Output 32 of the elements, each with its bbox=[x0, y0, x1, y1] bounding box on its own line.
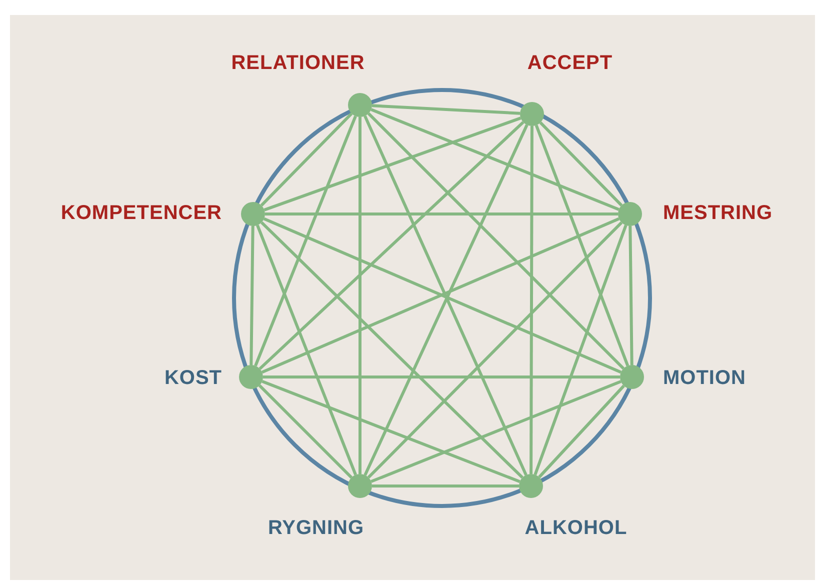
connector-line bbox=[254, 116, 357, 366]
connector-line bbox=[250, 226, 254, 366]
connector-line bbox=[260, 112, 353, 206]
node-label: ALKOHOL bbox=[524, 518, 628, 538]
connector-line bbox=[530, 126, 534, 474]
connector-line bbox=[538, 384, 625, 478]
node-label: RYGNING bbox=[268, 518, 364, 538]
connector-line bbox=[262, 380, 520, 484]
node-label: RELATIONER bbox=[231, 53, 365, 73]
connector-line bbox=[256, 224, 357, 476]
connector-line bbox=[372, 484, 519, 488]
node-label: KOMPETENCER bbox=[60, 203, 222, 223]
connector-line bbox=[258, 121, 524, 370]
connector-line bbox=[258, 384, 353, 479]
connector-line bbox=[534, 224, 628, 476]
node-label: MESTRING bbox=[663, 203, 773, 223]
connector-line bbox=[263, 376, 620, 378]
connector-line bbox=[358, 117, 362, 474]
connector-line bbox=[534, 124, 630, 366]
node-label: ACCEPT bbox=[527, 53, 613, 73]
connector-line bbox=[264, 116, 522, 212]
connector-line bbox=[265, 212, 618, 216]
node-label: KOST bbox=[164, 368, 222, 388]
connector-line bbox=[367, 221, 623, 479]
node-label: MOTION bbox=[663, 368, 746, 388]
connector-line bbox=[370, 380, 622, 483]
connector-line bbox=[372, 104, 520, 115]
connector-line bbox=[367, 112, 625, 370]
connector-line bbox=[539, 122, 623, 206]
connector-line bbox=[628, 226, 634, 366]
connector-line bbox=[370, 108, 620, 211]
connector-line bbox=[260, 221, 524, 479]
